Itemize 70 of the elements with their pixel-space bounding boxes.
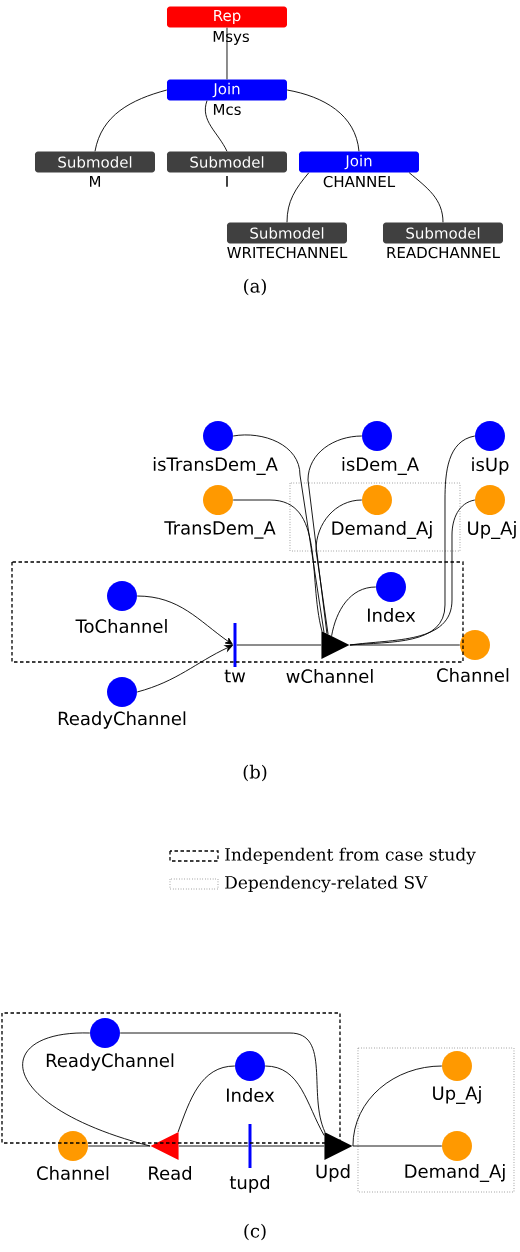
node-label: isDem_A <box>342 457 419 475</box>
connector-line <box>352 1145 443 1147</box>
node-label: Index <box>226 1088 275 1102</box>
connector-line <box>177 1065 236 1133</box>
connector-line <box>119 1032 326 1133</box>
model-box: Submodel I <box>167 151 287 187</box>
model-box: Join Mcs <box>167 79 287 116</box>
node-label: Msys <box>213 30 249 45</box>
connector-line <box>349 435 476 646</box>
activity-bar: tupd <box>229 1124 270 1193</box>
connector-line <box>226 27 228 80</box>
connector-line <box>251 1145 325 1147</box>
model-box: Submodel M <box>35 151 155 187</box>
node-label: Upd <box>316 1164 350 1182</box>
node-label: Up_Aj <box>468 521 516 539</box>
node-label: ReadyChannel <box>46 1053 174 1071</box>
panel-caption: (c) <box>244 1223 266 1241</box>
activity-bar: tw <box>224 623 246 683</box>
node-label: WRITECHANNEL <box>227 246 348 259</box>
node-label: isTransDem_A <box>153 457 278 475</box>
connector-line <box>349 499 476 646</box>
connector-line <box>286 172 310 223</box>
node-label: Channel <box>437 668 509 682</box>
node-label: Channel <box>37 1166 109 1180</box>
model-box: Submodel WRITECHANNEL <box>227 222 348 259</box>
connector-line <box>408 172 444 223</box>
node-label: TransDem_A <box>164 521 276 539</box>
node-label: Demand_Aj <box>332 521 432 539</box>
node-label: wChannel <box>286 669 373 683</box>
legend-text: Independent from case study <box>225 847 476 865</box>
connector-line <box>94 89 168 152</box>
panel-caption: (a) <box>244 278 266 296</box>
connector-line <box>349 644 461 646</box>
gate-triangle: wChannel <box>286 631 373 683</box>
connector-line <box>22 1032 151 1147</box>
connector-line <box>286 89 360 152</box>
connector-line <box>315 499 363 635</box>
node-label: READCHANNEL <box>387 246 500 259</box>
arrow <box>136 645 233 693</box>
connector-line <box>236 644 322 646</box>
connector-line <box>331 586 377 637</box>
connector-line <box>87 1145 151 1147</box>
node-label: tw <box>224 669 246 683</box>
connector-line <box>232 499 323 632</box>
node-label: Mcs <box>213 103 241 116</box>
node-label: ReadyChannel <box>58 711 186 729</box>
legend-text: Dependency-related SV <box>225 875 428 893</box>
node-label: M <box>90 175 101 187</box>
node-label: I <box>226 175 228 187</box>
node-label: Index <box>367 608 416 622</box>
node-label: Up_Aj <box>433 1086 481 1104</box>
node-label: CHANNEL <box>323 175 396 188</box>
gate-triangle: Upd <box>316 1132 353 1182</box>
connector-line <box>178 1145 249 1147</box>
arrow <box>136 595 233 645</box>
panel-caption: (b) <box>243 764 267 782</box>
connector-line <box>352 1065 443 1147</box>
connector-line <box>204 100 228 152</box>
connector-line <box>264 1065 325 1136</box>
node-label: isUp <box>472 457 509 475</box>
node-label: Demand_Aj <box>405 1164 505 1182</box>
model-box: Submodel READCHANNEL <box>383 222 503 259</box>
model-box: Join CHANNEL <box>299 151 419 188</box>
model-box: Rep Msys <box>167 6 287 45</box>
gate-triangle: Read <box>149 1132 191 1180</box>
connector-line <box>232 434 325 633</box>
node-label: tupd <box>229 1175 270 1193</box>
node-label: Read <box>149 1166 191 1180</box>
connector-line <box>307 435 363 634</box>
node-label: ToChannel <box>75 619 167 633</box>
